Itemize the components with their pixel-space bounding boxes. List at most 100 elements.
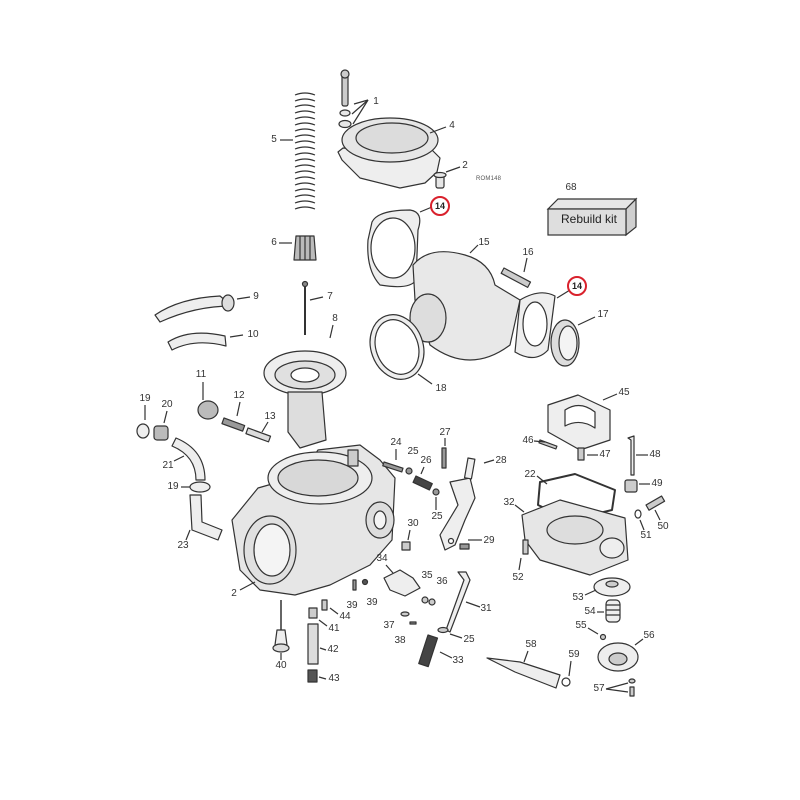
- callout-38: 38: [394, 635, 406, 646]
- callout-15: 15: [478, 237, 490, 248]
- part-31-rod: [445, 571, 481, 633]
- part-22-gasket: [536, 473, 616, 521]
- callout-1: 1: [373, 96, 379, 107]
- callout-4: 4: [449, 120, 455, 131]
- part-4-top-cover: [337, 117, 447, 189]
- callout-20: 20: [161, 399, 173, 410]
- part-45-float: [547, 393, 618, 451]
- callout-2a: 2: [462, 160, 468, 171]
- callout-2b: 2: [231, 588, 237, 599]
- part-23-elbow: [185, 494, 223, 541]
- callout-37: 37: [383, 620, 395, 631]
- callout-23: 23: [177, 540, 189, 551]
- callout-9: 9: [253, 291, 259, 302]
- callout-36: 36: [436, 576, 448, 587]
- part-2-bushing: [433, 166, 461, 189]
- callout-14b: 14: [567, 276, 587, 296]
- callout-44: 44: [339, 611, 351, 622]
- callout-24: 24: [390, 437, 402, 448]
- callout-48: 48: [649, 449, 661, 460]
- callout-68: 68: [565, 182, 577, 193]
- part-27-screw: [441, 438, 447, 469]
- callout-47: 47: [599, 449, 611, 460]
- rebuild-kit-box: [546, 197, 638, 237]
- part-16-bolt: [500, 257, 532, 288]
- callout-25c: 25: [463, 634, 475, 645]
- part-19-clamp-lower: [181, 481, 211, 493]
- callout-35: 35: [421, 570, 433, 581]
- part-14-gasket-lower: [514, 289, 571, 359]
- part-47-needle-valve: [577, 447, 598, 461]
- callout-19a: 19: [139, 393, 151, 404]
- part-6-slide-holder: [279, 235, 317, 261]
- part-8-diaphragm-slide: [263, 324, 347, 449]
- callout-54: 54: [584, 606, 596, 617]
- callout-40: 40: [275, 660, 287, 671]
- part-49-plug: [624, 479, 650, 493]
- part-25-nut-b: [432, 488, 440, 510]
- callout-50: 50: [657, 521, 669, 532]
- part-42-emulsion-tube: [307, 623, 327, 665]
- part-39-ball: [361, 578, 369, 586]
- part-21-tube: [171, 437, 206, 481]
- part-46-pin: [533, 439, 558, 450]
- callout-26: 26: [420, 455, 432, 466]
- callout-16: 16: [522, 247, 534, 258]
- callout-18: 18: [435, 383, 447, 394]
- callout-51: 51: [640, 530, 652, 541]
- part-5-spring: [280, 92, 316, 210]
- part-24-screw: [382, 449, 404, 473]
- callout-19b: 19: [167, 481, 179, 492]
- callout-25b: 25: [431, 511, 443, 522]
- part-53-diaphragm: [584, 577, 631, 597]
- drawing-code: ROM148: [476, 176, 502, 182]
- rebuild-kit-label: Rebuild kit: [560, 212, 618, 226]
- part-29-screw-washer: [447, 537, 482, 550]
- callout-39b: 39: [366, 597, 378, 608]
- callout-29: 29: [483, 535, 495, 546]
- callout-46: 46: [522, 435, 534, 446]
- part-18-ring: [369, 314, 433, 385]
- part-17-seal: [550, 316, 596, 367]
- part-43-main-jet: [307, 669, 327, 683]
- part-1-screw-and-washers: [338, 69, 369, 129]
- callout-42: 42: [327, 644, 339, 655]
- part-28-lever-bracket: [439, 457, 495, 551]
- callout-41: 41: [328, 623, 340, 634]
- part-41-jet-holder: [308, 607, 328, 627]
- part-58-overflow-tube: [486, 650, 561, 689]
- part-20-filter: [153, 410, 169, 441]
- part-11-fitting: [197, 382, 219, 420]
- part-56-cover: [597, 638, 644, 672]
- callout-34: 34: [376, 553, 388, 564]
- callout-21: 21: [162, 460, 174, 471]
- callout-56: 56: [643, 630, 655, 641]
- callout-14a: 14: [430, 196, 450, 216]
- callout-53: 53: [572, 592, 584, 603]
- part-37-clip: [400, 611, 410, 617]
- callout-22: 22: [524, 469, 536, 480]
- part-10-hose: [167, 332, 244, 351]
- callout-30: 30: [407, 518, 419, 529]
- callout-13: 13: [264, 411, 276, 422]
- part-25-nut-c: [437, 626, 463, 639]
- part-33-adjuster: [418, 634, 453, 668]
- callout-12: 12: [233, 390, 245, 401]
- part-55-ball: [587, 627, 607, 641]
- callout-43: 43: [328, 673, 340, 684]
- callout-6: 6: [271, 237, 277, 248]
- callout-11: 11: [195, 369, 207, 380]
- callout-5: 5: [271, 134, 277, 145]
- carburetor-body: [231, 444, 396, 596]
- callout-39a: 39: [346, 600, 358, 611]
- callout-31: 31: [480, 603, 492, 614]
- callout-10: 10: [247, 329, 259, 340]
- part-39-screw: [352, 579, 357, 591]
- part-59-clamp: [561, 660, 572, 687]
- callout-33: 33: [452, 655, 464, 666]
- part-15-intake-manifold: [409, 244, 521, 361]
- part-52-screw: [518, 539, 529, 571]
- part-50-screw: [645, 495, 666, 521]
